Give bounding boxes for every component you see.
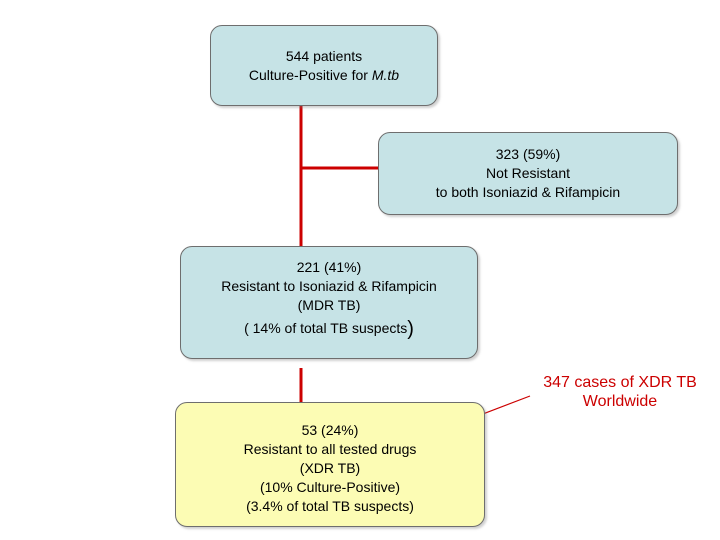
node-mdr-count: 221 (41%) <box>296 259 362 275</box>
callout-line-1: 347 cases of XDR TB <box>543 374 697 391</box>
node-mdr-suspects: ( 14% of total TB suspects) <box>244 318 414 340</box>
node-xdr-tb: 53 (24%) Resistant to all tested drugs (… <box>175 402 485 527</box>
node-xdr-suspects-pct: (3.4% of total TB suspects) <box>246 498 414 514</box>
node-not-resistant-label: Not Resistant <box>485 165 571 181</box>
node-xdr-count: 53 (24%) <box>301 422 359 438</box>
xdr-worldwide-callout: 347 cases of XDR TB Worldwide <box>520 373 720 411</box>
node-not-resistant-detail: to both Isoniazid & Rifampicin <box>435 184 621 200</box>
node-total-organism: M.tb <box>371 66 400 83</box>
node-not-resistant: 323 (59%) Not Resistant to both Isoniazi… <box>378 132 678 215</box>
node-mdr-type: (MDR TB) <box>297 297 361 313</box>
node-mdr-label: Resistant to Isoniazid & Rifampicin <box>221 278 437 294</box>
callout-line-2: Worldwide <box>582 393 658 410</box>
node-total-count: 544 patients <box>285 47 363 64</box>
node-mdr-tb: 221 (41%) Resistant to Isoniazid & Rifam… <box>180 246 478 359</box>
node-total-patients: 544 patients Culture-Positive for M.tb <box>210 25 438 106</box>
node-xdr-label: Resistant to all tested drugs <box>243 441 417 457</box>
node-total-label: Culture-Positive for M.tb <box>248 66 400 83</box>
node-xdr-culture-pct: (10% Culture-Positive) <box>259 479 401 495</box>
node-not-resistant-count: 323 (59%) <box>495 146 561 162</box>
node-xdr-type: (XDR TB) <box>299 460 361 476</box>
